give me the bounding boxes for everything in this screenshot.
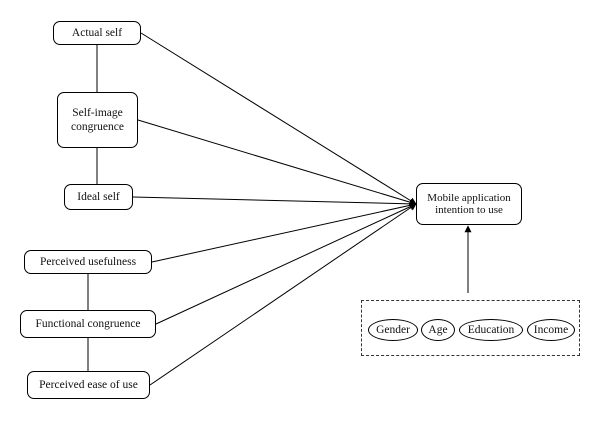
perceived-ease-of-use-box: Perceived ease of use bbox=[27, 371, 150, 399]
control-variables-group bbox=[361, 300, 580, 356]
income-control: Income bbox=[527, 319, 575, 341]
actual-self-box: Actual self bbox=[53, 21, 141, 45]
arrow-perceived-ease-of-use bbox=[149, 203, 417, 386]
perceived-ease-of-use-label: Perceived ease of use bbox=[39, 379, 138, 391]
arrow-ideal-self bbox=[132, 196, 417, 208]
gender-control: Gender bbox=[368, 319, 418, 341]
arrow-actual-self bbox=[140, 32, 417, 205]
ideal-self-box: Ideal self bbox=[64, 184, 133, 210]
perceived-usefulness-label: Perceived usefulness bbox=[39, 256, 137, 268]
intention-to-use-label: Mobile application intention to use bbox=[427, 191, 511, 217]
age-label: Age bbox=[428, 324, 448, 336]
age-control: Age bbox=[421, 319, 455, 341]
arrow-self-image-congruence bbox=[137, 119, 417, 206]
actual-self-label: Actual self bbox=[71, 27, 123, 39]
education-control: Education bbox=[459, 319, 523, 341]
functional-congruence-box: Functional congruence bbox=[20, 310, 156, 338]
self-image-congruence-label: Self-image congruence bbox=[71, 107, 124, 133]
gender-label: Gender bbox=[376, 324, 410, 336]
intention-to-use-box: Mobile application intention to use bbox=[416, 183, 522, 225]
perceived-usefulness-box: Perceived usefulness bbox=[24, 250, 152, 274]
functional-congruence-label: Functional congruence bbox=[35, 318, 141, 330]
arrow-functional-congruence bbox=[155, 203, 417, 325]
income-label: Income bbox=[533, 324, 569, 336]
ideal-self-label: Ideal self bbox=[77, 191, 120, 203]
education-label: Education bbox=[467, 324, 515, 336]
arrow-perceived-usefulness bbox=[151, 201, 417, 263]
self-image-congruence-box: Self-image congruence bbox=[57, 92, 138, 148]
